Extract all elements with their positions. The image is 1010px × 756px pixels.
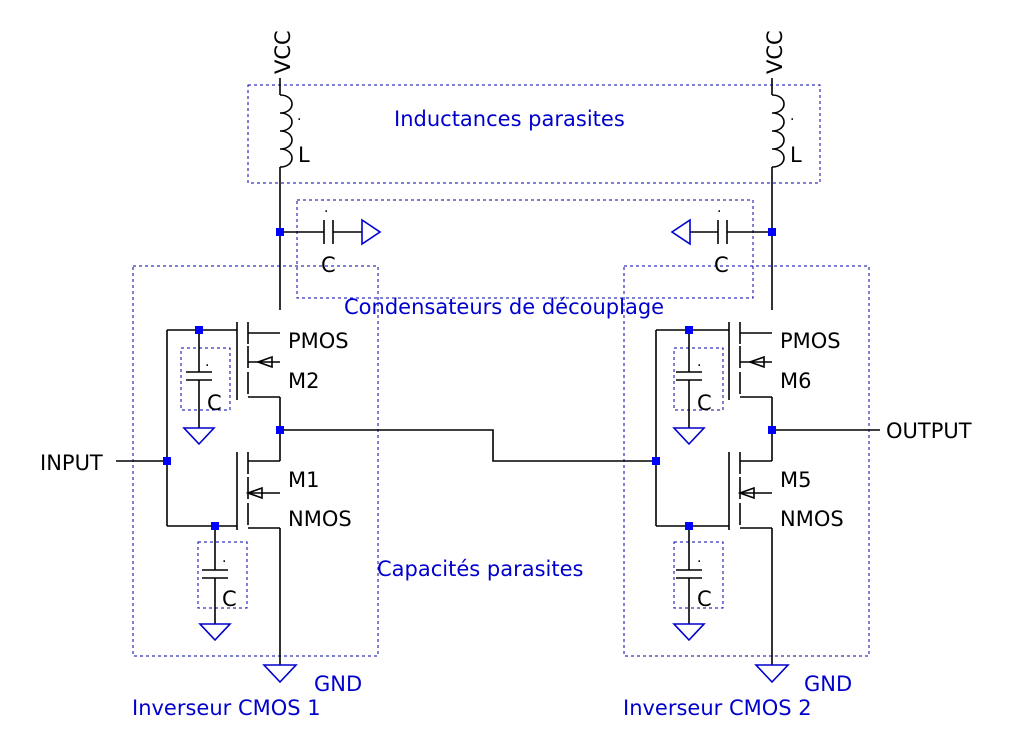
- ground-symbol: [670, 218, 691, 246]
- decoupling-cap-label-left: C: [321, 253, 336, 277]
- vcc-label-left: VCC: [271, 30, 295, 74]
- nmos-name-label-2: M5: [780, 468, 811, 492]
- inductances-label: Inductances parasites: [394, 107, 625, 131]
- parasitic-cap-box-1a: [180, 347, 231, 411]
- ground-symbol: [672, 427, 706, 446]
- gnd-label-right: GND: [804, 672, 852, 696]
- interconnect-wire: [280, 429, 656, 462]
- vcc-label-right: VCC: [763, 30, 787, 74]
- inverter2-label: Inverseur CMOS 2: [623, 696, 812, 720]
- parasitic-cap-label-1a: C: [207, 391, 222, 415]
- junctions: [163, 228, 776, 530]
- pmos-arrow: [747, 355, 765, 369]
- pmos-type-label-1: PMOS: [288, 329, 349, 353]
- parasitic-cap-dot-2a: .: [697, 354, 701, 370]
- decoupling-cap-left: [280, 218, 382, 246]
- inverter1-label: Inverseur CMOS 1: [132, 696, 321, 720]
- inductor-label-right: L: [790, 143, 802, 167]
- inductor-label-left: L: [298, 143, 310, 167]
- inductor-dot-left: .: [297, 108, 301, 124]
- parasitic-cap-box-2b: [673, 541, 724, 609]
- nmos-arrow: [737, 486, 755, 500]
- ground-symbol: [672, 623, 706, 642]
- gnd-symbol-right: [754, 664, 790, 684]
- inductor-dot-right: .: [790, 108, 794, 124]
- ground-symbol: [182, 427, 216, 446]
- decoupling-capacitor-box: [296, 199, 754, 299]
- vcc-right: [771, 78, 785, 310]
- output-label: OUTPUT: [886, 419, 972, 443]
- parasitic-cap-label-2a: C: [697, 391, 712, 415]
- pmos-name-label-2: M6: [780, 369, 811, 393]
- nmos-arrow: [245, 486, 263, 500]
- inductor-right: [771, 94, 785, 168]
- parasitic-cap-box-2a: [673, 347, 724, 411]
- decoupling-label: Condensateurs de découplage: [344, 295, 664, 319]
- decoupling-cap-dot-right: .: [717, 200, 721, 216]
- ground-symbol: [361, 218, 382, 246]
- parasitic-cap-dot-1b: .: [222, 550, 226, 566]
- nmos-type-label-2: NMOS: [780, 507, 844, 531]
- ground-symbol: [198, 623, 232, 642]
- pmos-name-label-1: M2: [288, 369, 319, 393]
- parasitic-cap-dot-2b: .: [697, 550, 701, 566]
- parasitic-cap-box-1b: [197, 541, 248, 609]
- inverter1: [116, 322, 298, 684]
- gnd-symbol-left: [262, 664, 298, 684]
- input-label: INPUT: [40, 451, 103, 475]
- inverter2: [655, 322, 880, 684]
- nmos-name-label-1: M1: [288, 468, 319, 492]
- pmos-type-label-2: PMOS: [780, 329, 841, 353]
- parasitic-cap-label-2b: C: [697, 587, 712, 611]
- capacitances-label: Capacités parasites: [377, 557, 583, 581]
- pmos-arrow: [255, 355, 273, 369]
- nmos-type-label-1: NMOS: [288, 507, 352, 531]
- decoupling-cap-label-right: C: [714, 253, 729, 277]
- parasitic-cap-dot-1a: .: [205, 354, 209, 370]
- decoupling-cap-right: [670, 218, 772, 246]
- parasitic-inductance-box: [247, 84, 821, 184]
- decoupling-cap-dot-left: .: [324, 200, 328, 216]
- vcc-left: [279, 78, 293, 310]
- parasitic-cap-label-1b: C: [222, 587, 237, 611]
- gnd-label-left: GND: [314, 672, 362, 696]
- inductor-left: [279, 94, 293, 168]
